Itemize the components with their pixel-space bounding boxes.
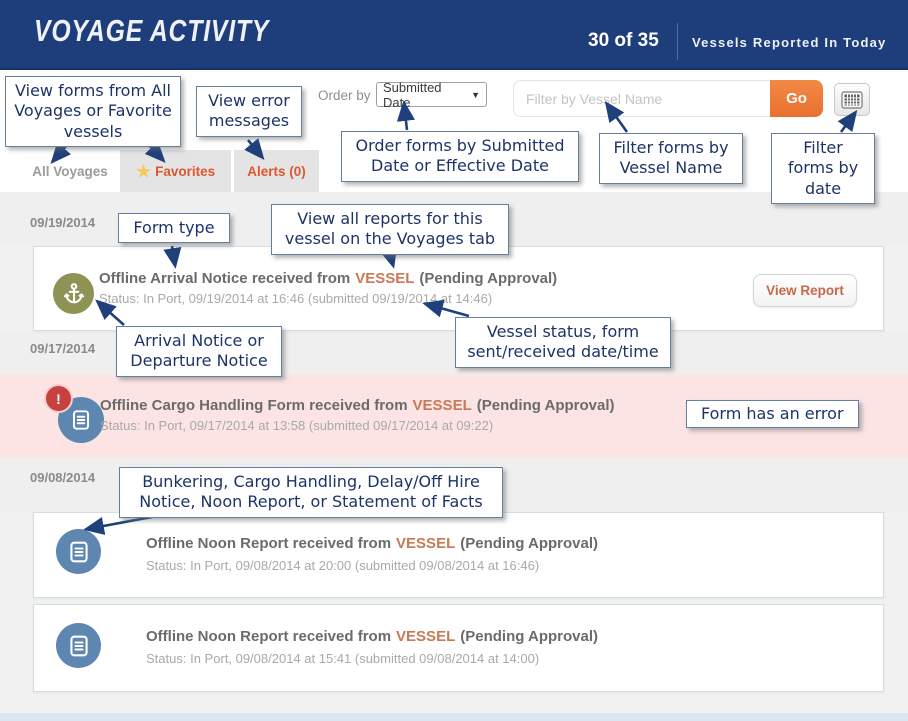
view-report-button[interactable]: View Report [753, 274, 857, 307]
group-date: 09/17/2014 [30, 341, 96, 356]
form-row-status: Status: In Port, 09/08/2014 at 20:00 (su… [146, 558, 540, 573]
callout-vessel-status: Vessel status, form sent/received date/t… [455, 317, 671, 368]
form-title-prefix: Offline Noon Report received from [146, 535, 392, 552]
calendar-grid-icon [841, 90, 863, 109]
callout-form-kinds: Bunkering, Cargo Handling, Delay/Off Hir… [119, 467, 503, 518]
form-row-status: Status: In Port, 09/19/2014 at 16:46 (su… [99, 291, 493, 306]
form-title-suffix: (Pending Approval) [476, 397, 615, 414]
callout-arrival-departure: Arrival Notice or Departure Notice [116, 326, 282, 377]
vessels-reported-label: Vessels Reported In Today [692, 35, 887, 50]
anchor-icon [53, 273, 94, 314]
order-by-selected-value: Submitted Date [383, 79, 442, 110]
tab-favorites-label: Favorites [155, 163, 216, 179]
group-date: 09/19/2014 [30, 215, 96, 230]
callout-order-forms: Order forms by Submitted Date or Effecti… [341, 131, 579, 182]
app-header: VOYAGE ACTIVITY 30 of 35 Vessels Reporte… [0, 0, 908, 70]
callout-form-error: Form has an error [686, 400, 859, 429]
footer-strip [0, 713, 908, 721]
vessels-reported-count: 30 of 35 [588, 30, 659, 51]
form-title-prefix: Offline Arrival Notice received from [99, 270, 351, 287]
callout-filter-date: Filter forms by date [771, 133, 875, 205]
group-date: 09/08/2014 [30, 470, 96, 485]
form-title-prefix: Offline Cargo Handling Form received fro… [100, 397, 408, 414]
tab-favorites[interactable]: ★ Favorites [120, 150, 231, 192]
go-button[interactable]: Go [770, 80, 823, 117]
callout-form-type: Form type [118, 213, 230, 244]
date-filter-button[interactable] [834, 83, 870, 116]
document-icon [56, 529, 101, 574]
chevron-down-icon: ▼ [471, 89, 480, 100]
callout-view-forms: View forms from All Voyages or Favorite … [5, 76, 181, 148]
vessel-link[interactable]: VESSEL [412, 397, 472, 414]
order-by-select[interactable]: Submitted Date ▼ [376, 79, 487, 110]
form-title-prefix: Offline Noon Report received from [146, 628, 392, 645]
callout-filter-vessel: Filter forms by Vessel Name [599, 133, 743, 184]
document-error-icon: ! [44, 384, 108, 448]
form-row-status: Status: In Port, 09/17/2014 at 13:58 (su… [100, 418, 494, 433]
order-by-label: Order by [318, 88, 371, 103]
page-title: VOYAGE ACTIVITY [34, 13, 270, 48]
vessel-link[interactable]: VESSEL [355, 270, 415, 287]
star-icon: ★ [135, 161, 152, 181]
form-title-suffix: (Pending Approval) [460, 628, 599, 645]
vessel-name-filter-input[interactable] [513, 80, 771, 117]
form-title-suffix: (Pending Approval) [460, 535, 599, 552]
tab-all-voyages[interactable]: All Voyages [22, 150, 118, 192]
document-icon [56, 623, 101, 668]
form-row-title: Offline Cargo Handling Form received fro… [100, 397, 615, 414]
callout-view-errors: View error messages [196, 86, 302, 137]
vessel-link[interactable]: VESSEL [396, 628, 456, 645]
callout-view-all-reports: View all reports for this vessel on the … [271, 204, 509, 255]
tab-alerts[interactable]: Alerts (0) [234, 150, 319, 192]
vessel-link[interactable]: VESSEL [396, 535, 456, 552]
error-badge-icon: ! [44, 384, 73, 413]
header-divider [677, 23, 678, 60]
form-row-status: Status: In Port, 09/08/2014 at 15:41 (su… [146, 651, 540, 666]
form-title-suffix: (Pending Approval) [419, 270, 558, 287]
